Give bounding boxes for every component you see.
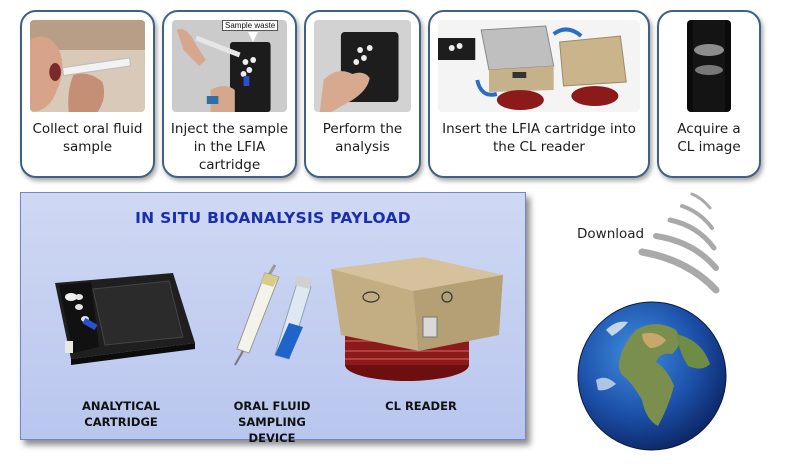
analytical-cartridge-image bbox=[43, 267, 197, 367]
earth-globe-icon bbox=[576, 300, 728, 452]
sampling-device-label: ORAL FLUID SAMPLING DEVICE bbox=[233, 399, 311, 445]
analysis-photo bbox=[314, 20, 411, 112]
download-label: Download bbox=[577, 226, 645, 242]
sampling-device-image bbox=[219, 263, 319, 373]
payload-title: IN SITU BIOANALYSIS PAYLOAD bbox=[135, 209, 411, 227]
cl-reader-label: CL READER bbox=[385, 399, 457, 413]
analytical-cartridge-label: ANALYTICAL CARTRIDGE bbox=[81, 399, 161, 429]
step-acquire-image: Acquire a CL image bbox=[657, 10, 761, 178]
step-perform-analysis: Perform the analysis bbox=[304, 10, 421, 178]
step-caption: Inject the sample in the LFIA cartridge bbox=[170, 121, 289, 173]
step-insert-cartridge: Insert the LFIA cartridge into the CL re… bbox=[428, 10, 650, 178]
sample-waste-label: Sample waste bbox=[222, 20, 279, 31]
oral-fluid-collection-photo bbox=[30, 20, 145, 112]
signal-waves-icon bbox=[612, 186, 732, 296]
cl-reader-image bbox=[327, 251, 507, 389]
step-caption: Collect oral fluid sample bbox=[32, 121, 143, 155]
step-caption: Acquire a CL image bbox=[677, 121, 741, 155]
step-collect-oral-fluid: Collect oral fluid sample bbox=[20, 10, 155, 178]
arrow-down-icon bbox=[248, 32, 258, 42]
step-caption: Insert the LFIA cartridge into the CL re… bbox=[442, 121, 636, 155]
cl-image-photo bbox=[687, 20, 731, 112]
cl-reader-insertion-photo bbox=[438, 20, 640, 112]
payload-panel: IN SITU BIOANALYSIS PAYLOAD ANALYTICAL C… bbox=[20, 192, 526, 445]
step-caption: Perform the analysis bbox=[322, 121, 403, 155]
step-inject-sample: Sample waste Inject the sample in the LF… bbox=[162, 10, 297, 178]
sample-injection-photo bbox=[172, 20, 287, 112]
